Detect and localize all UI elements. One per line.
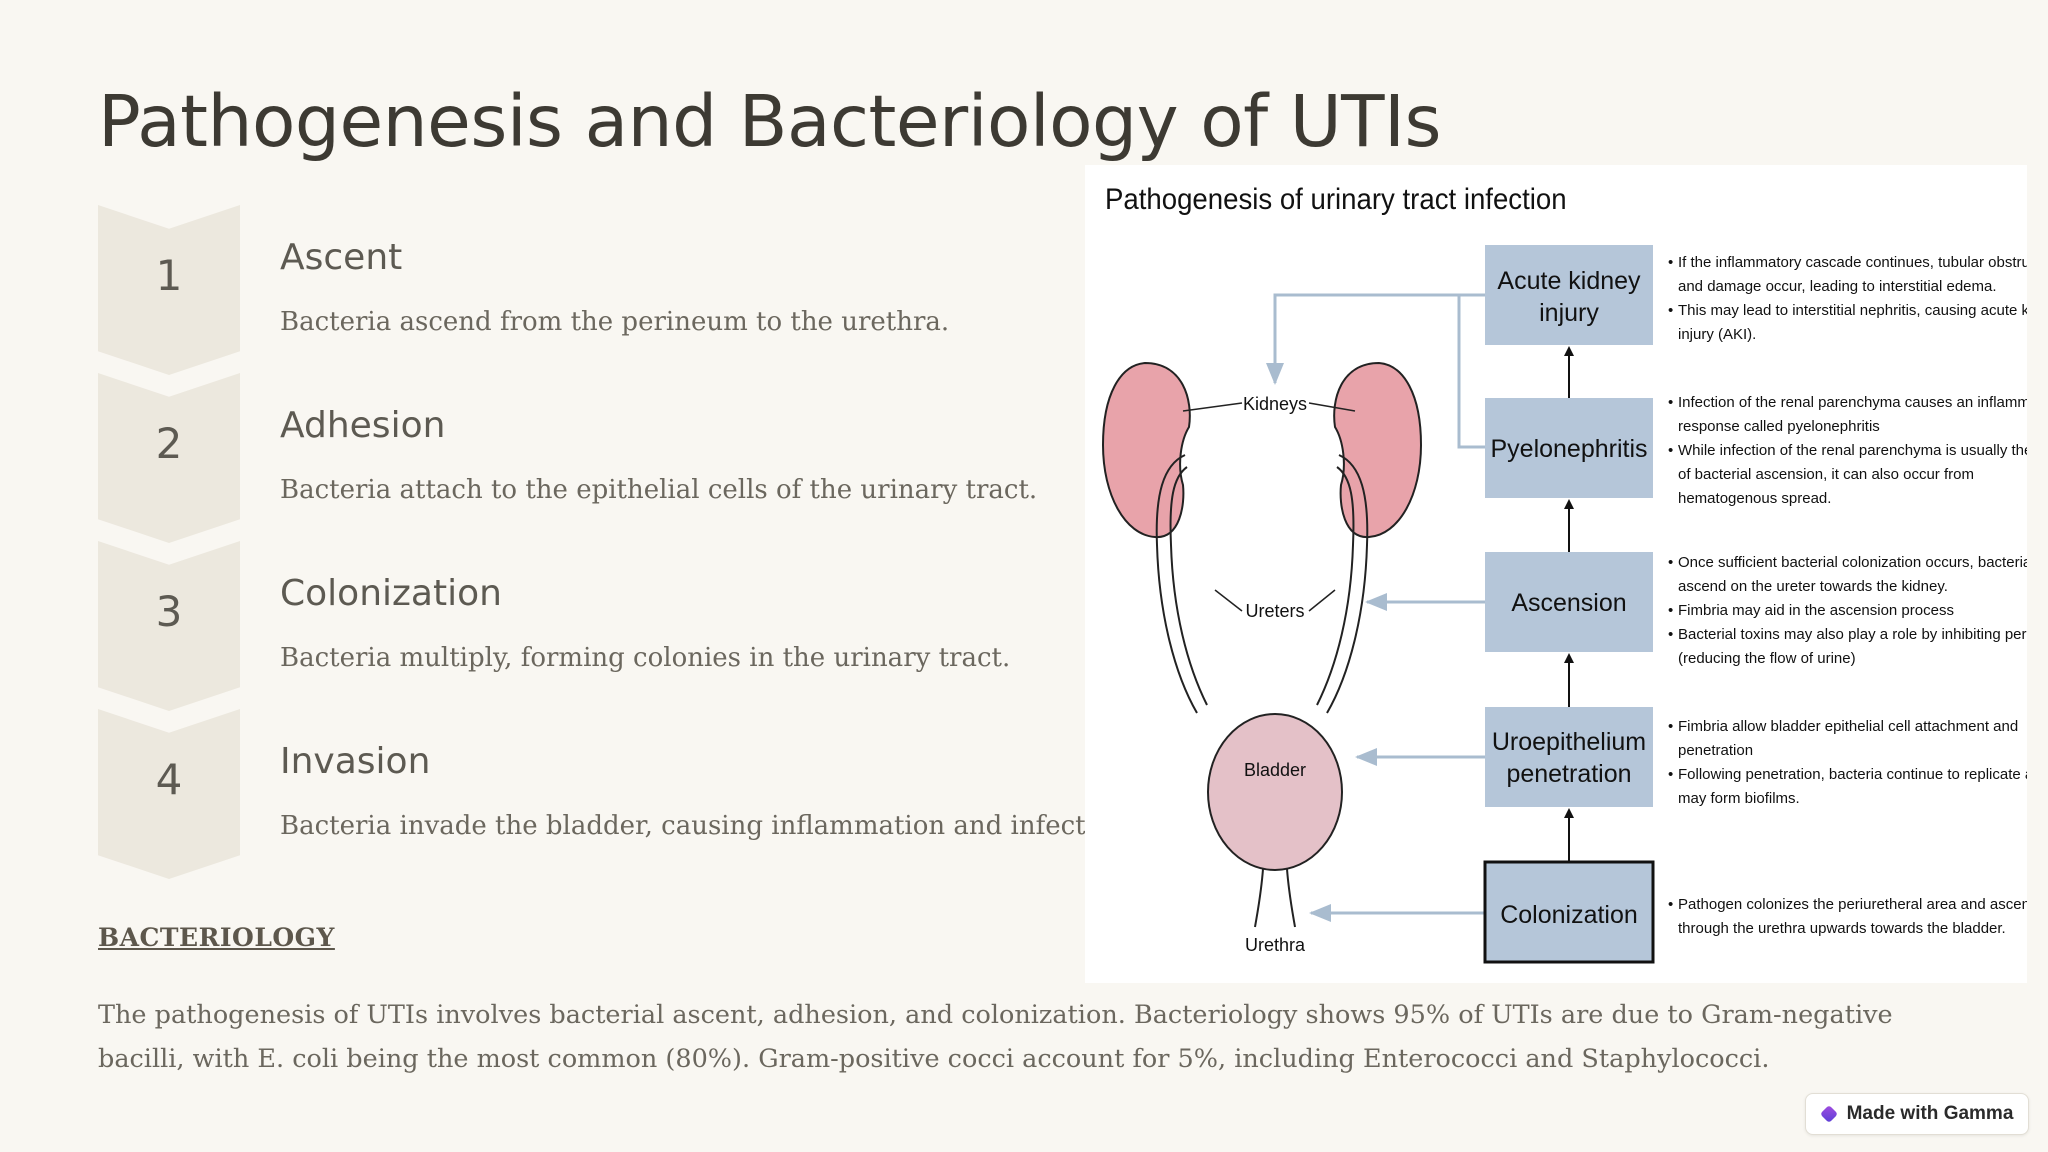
bullet-line: injury (AKI). — [1678, 326, 1756, 343]
chevron-shape — [98, 541, 240, 711]
bullet-line: Pathogen colonizes the periuretheral are… — [1678, 896, 2027, 913]
stage-label: Ascension — [1511, 589, 1626, 617]
aki-bullets: • If the inflammatory cascade continues,… — [1668, 254, 2027, 343]
figure-title: Pathogenesis of urinary tract infection — [1105, 183, 1567, 216]
bullet-dot: • — [1668, 442, 1673, 459]
kidneys-label: Kidneys — [1243, 394, 1307, 414]
gamma-logo-icon — [1819, 1104, 1838, 1124]
bullet-line: This may lead to interstitial nephritis,… — [1678, 302, 2027, 319]
step-description: Bacteria multiply, forming colonies in t… — [280, 643, 1011, 673]
chevron-shape — [98, 205, 240, 375]
right-ureter-inner — [1316, 466, 1355, 706]
bullet-dot: • — [1668, 626, 1673, 643]
bullet-line: Once sufficient bacterial colonization o… — [1678, 554, 2027, 571]
step-number: 2 — [155, 419, 183, 468]
bullet-dot: • — [1668, 554, 1673, 571]
ascension-bullets: • Once sufficient bacterial colonization… — [1668, 554, 2027, 667]
stage-label: penetration — [1506, 760, 1631, 788]
bullet-line: penetration — [1678, 742, 1753, 759]
step-description: Bacteria ascend from the perineum to the… — [280, 307, 950, 337]
bullet-dot: • — [1668, 718, 1673, 735]
stage-label: Uroepithelium — [1492, 728, 1646, 756]
urethra-label: Urethra — [1245, 935, 1306, 955]
bullet-line: Fimbria may aid in the ascension process — [1678, 602, 1954, 619]
pathogenesis-figure: Pathogenesis of urinary tract infection … — [1085, 165, 2027, 983]
step-item: 1 Ascent Bacteria ascend from the perine… — [98, 205, 1078, 375]
step-title: Ascent — [280, 237, 403, 278]
step-title: Colonization — [280, 573, 502, 614]
bullet-line: If the inflammatory cascade continues, t… — [1678, 254, 2027, 271]
pyelonephritis-bullets: • Infection of the renal parenchyma caus… — [1668, 394, 2027, 507]
step-item: 4 Invasion Bacteria invade the bladder, … — [98, 709, 1126, 879]
bullet-line: and damage occur, leading to interstitia… — [1678, 278, 1997, 295]
step-item: 3 Colonization Bacteria multiply, formin… — [98, 541, 1078, 711]
bacteriology-text: The pathogenesis of UTIs involves bacter… — [98, 1000, 1893, 1074]
left-kidney — [1101, 361, 1191, 539]
uroepithelium-bullets: • Fimbria allow bladder epithelial cell … — [1668, 718, 2027, 807]
bullet-dot: • — [1668, 766, 1673, 783]
aki-to-kidney-arrow — [1266, 293, 1485, 385]
bullet-dot: • — [1668, 302, 1673, 319]
step-title: Invasion — [280, 741, 431, 782]
bullet-line: ascend on the ureter towards the kidney. — [1678, 578, 1948, 595]
step-description: Bacteria invade the bladder, causing inf… — [280, 811, 1127, 841]
right-kidney — [1333, 361, 1423, 539]
stage-label: Colonization — [1500, 901, 1638, 929]
step-number: 3 — [155, 587, 183, 636]
step-description: Bacteria attach to the epithelial cells … — [280, 475, 1038, 505]
right-ureter — [1326, 454, 1369, 714]
bullet-line: response called pyelonephritis — [1678, 418, 1880, 435]
stage-box-uroepithelium — [1485, 707, 1653, 807]
stage-label: injury — [1539, 299, 1599, 327]
bullet-line: hematogenous spread. — [1678, 490, 1831, 507]
bladder-label: Bladder — [1244, 760, 1306, 780]
left-ureter-inner — [1169, 466, 1208, 706]
bullet-line: through the urethra upwards towards the … — [1678, 920, 2006, 937]
bullet-line: (reducing the flow of urine) — [1678, 650, 1856, 667]
stage-box-colonization — [1483, 860, 1655, 964]
bacteriology-heading: BACTERIOLOGY — [98, 923, 335, 952]
badge-label: Made with Gamma — [1846, 1103, 2014, 1124]
kidneys-leader-right — [1308, 402, 1356, 412]
kidneys-leader-left — [1182, 402, 1243, 412]
made-with-gamma-badge[interactable]: Made with Gamma — [1805, 1093, 2029, 1135]
page-title: Pathogenesis and Bacteriology of UTIs — [98, 80, 1441, 163]
ureters-leader-left — [1214, 589, 1243, 612]
stage-label: Pyelonephritis — [1490, 435, 1647, 463]
pathogenesis-diagram: Pathogenesis of urinary tract infection … — [1101, 183, 2027, 964]
bullet-line: of bacterial ascension, it can also occu… — [1678, 466, 1974, 483]
stage-box-pyelonephritis — [1485, 398, 1653, 498]
bladder-shape — [1207, 713, 1343, 871]
chevron-shape — [98, 373, 240, 543]
step-number: 4 — [155, 755, 183, 804]
bullet-dot: • — [1668, 254, 1673, 271]
bullet-line: Following penetration, bacteria continue… — [1678, 766, 2027, 783]
urethra-shape — [1254, 868, 1264, 928]
step-title: Adhesion — [280, 405, 446, 446]
ureters-leader-right — [1308, 589, 1336, 612]
left-ureter — [1155, 454, 1198, 714]
chevron-shape — [98, 709, 240, 879]
bullet-dot: • — [1668, 602, 1673, 619]
bullet-dot: • — [1668, 896, 1673, 913]
bullet-line: Bacterial toxins may also play a role by… — [1678, 626, 2027, 643]
bullet-line: Infection of the renal parenchyma causes… — [1678, 394, 2027, 411]
bullet-line: may form biofilms. — [1678, 790, 1800, 807]
stage-label: Acute kidney — [1497, 267, 1641, 295]
step-item: 2 Adhesion Bacteria attach to the epithe… — [98, 373, 1078, 543]
pyelo-branch-line — [1457, 295, 1485, 449]
urethra-shape-2 — [1286, 868, 1296, 928]
bullet-dot: • — [1668, 394, 1673, 411]
stage-box-aki — [1485, 245, 1653, 345]
bullet-line: Fimbria allow bladder epithelial cell at… — [1678, 718, 2018, 735]
colonization-bullets: • Pathogen colonizes the periuretheral a… — [1668, 896, 2027, 937]
step-number: 1 — [155, 251, 183, 300]
bullet-line: While infection of the renal parenchyma … — [1678, 442, 2027, 459]
stage-box-ascension — [1485, 552, 1653, 652]
ureters-label: Ureters — [1245, 601, 1304, 621]
